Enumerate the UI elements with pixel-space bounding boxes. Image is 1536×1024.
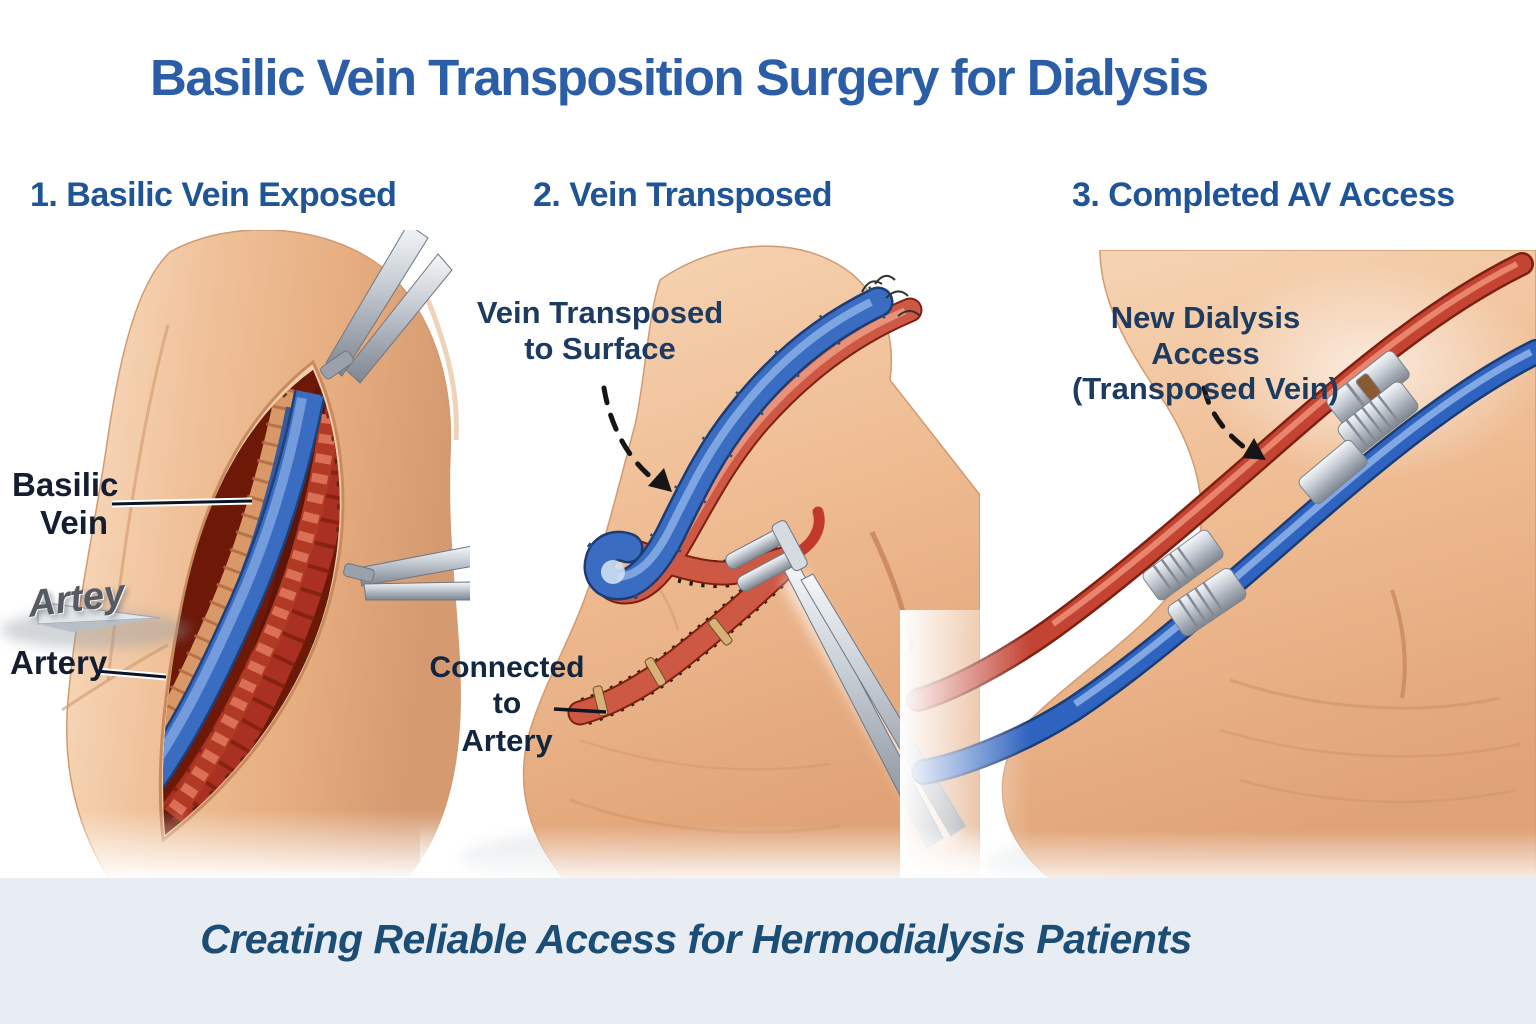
panel1-header: 1. Basilic Vein Exposed	[30, 176, 397, 214]
retractor-icon-top	[320, 230, 453, 384]
panel1-illustration-basilic-vein-exposed	[0, 230, 470, 880]
label-artery: Artery	[10, 644, 108, 681]
label-connected-line2: Artery	[461, 723, 553, 758]
label-basilic-vein: Basilic Vein	[12, 466, 119, 541]
suture-bands	[592, 617, 733, 717]
artery-stub	[796, 506, 825, 556]
page-title: Basilic Vein Transposition Surgery for D…	[150, 49, 1209, 106]
panel2-header: 2. Vein Transposed	[533, 176, 833, 214]
leader-line-basilic-vein	[111, 497, 253, 508]
footer-band: Creating Reliable Access for Hermodialys…	[0, 878, 1536, 1024]
label-connected-to-artery: Connected to Artery	[418, 650, 596, 760]
label-new-dialysis-access: New Dialysis Access (Transposed Vein)	[1071, 300, 1339, 407]
retractor-icon-bottom	[343, 545, 470, 601]
surgical-incision	[158, 359, 345, 843]
leader-line-connected-artery	[553, 707, 607, 714]
basilic-vein-vessel	[163, 390, 324, 817]
panel2-illustration-vein-transposed	[420, 245, 980, 885]
panel3-header: 3. Completed AV Access	[1072, 176, 1455, 214]
footer-tagline: Creating Reliable Access for Hermodialys…	[200, 916, 1192, 962]
leader-line-artery	[95, 667, 167, 681]
dashed-arrow	[1201, 385, 1266, 460]
label-connected-line1: Connected to	[429, 651, 585, 720]
suture-threads	[861, 274, 921, 317]
connector-icons	[1142, 350, 1419, 636]
transposed-vein-vessel	[581, 286, 894, 603]
dashed-arrow	[601, 385, 672, 492]
scalpel-icon	[0, 601, 190, 649]
artery-deep	[164, 413, 340, 822]
label-vein-transposed: Vein Transposed to Surface	[476, 295, 724, 366]
